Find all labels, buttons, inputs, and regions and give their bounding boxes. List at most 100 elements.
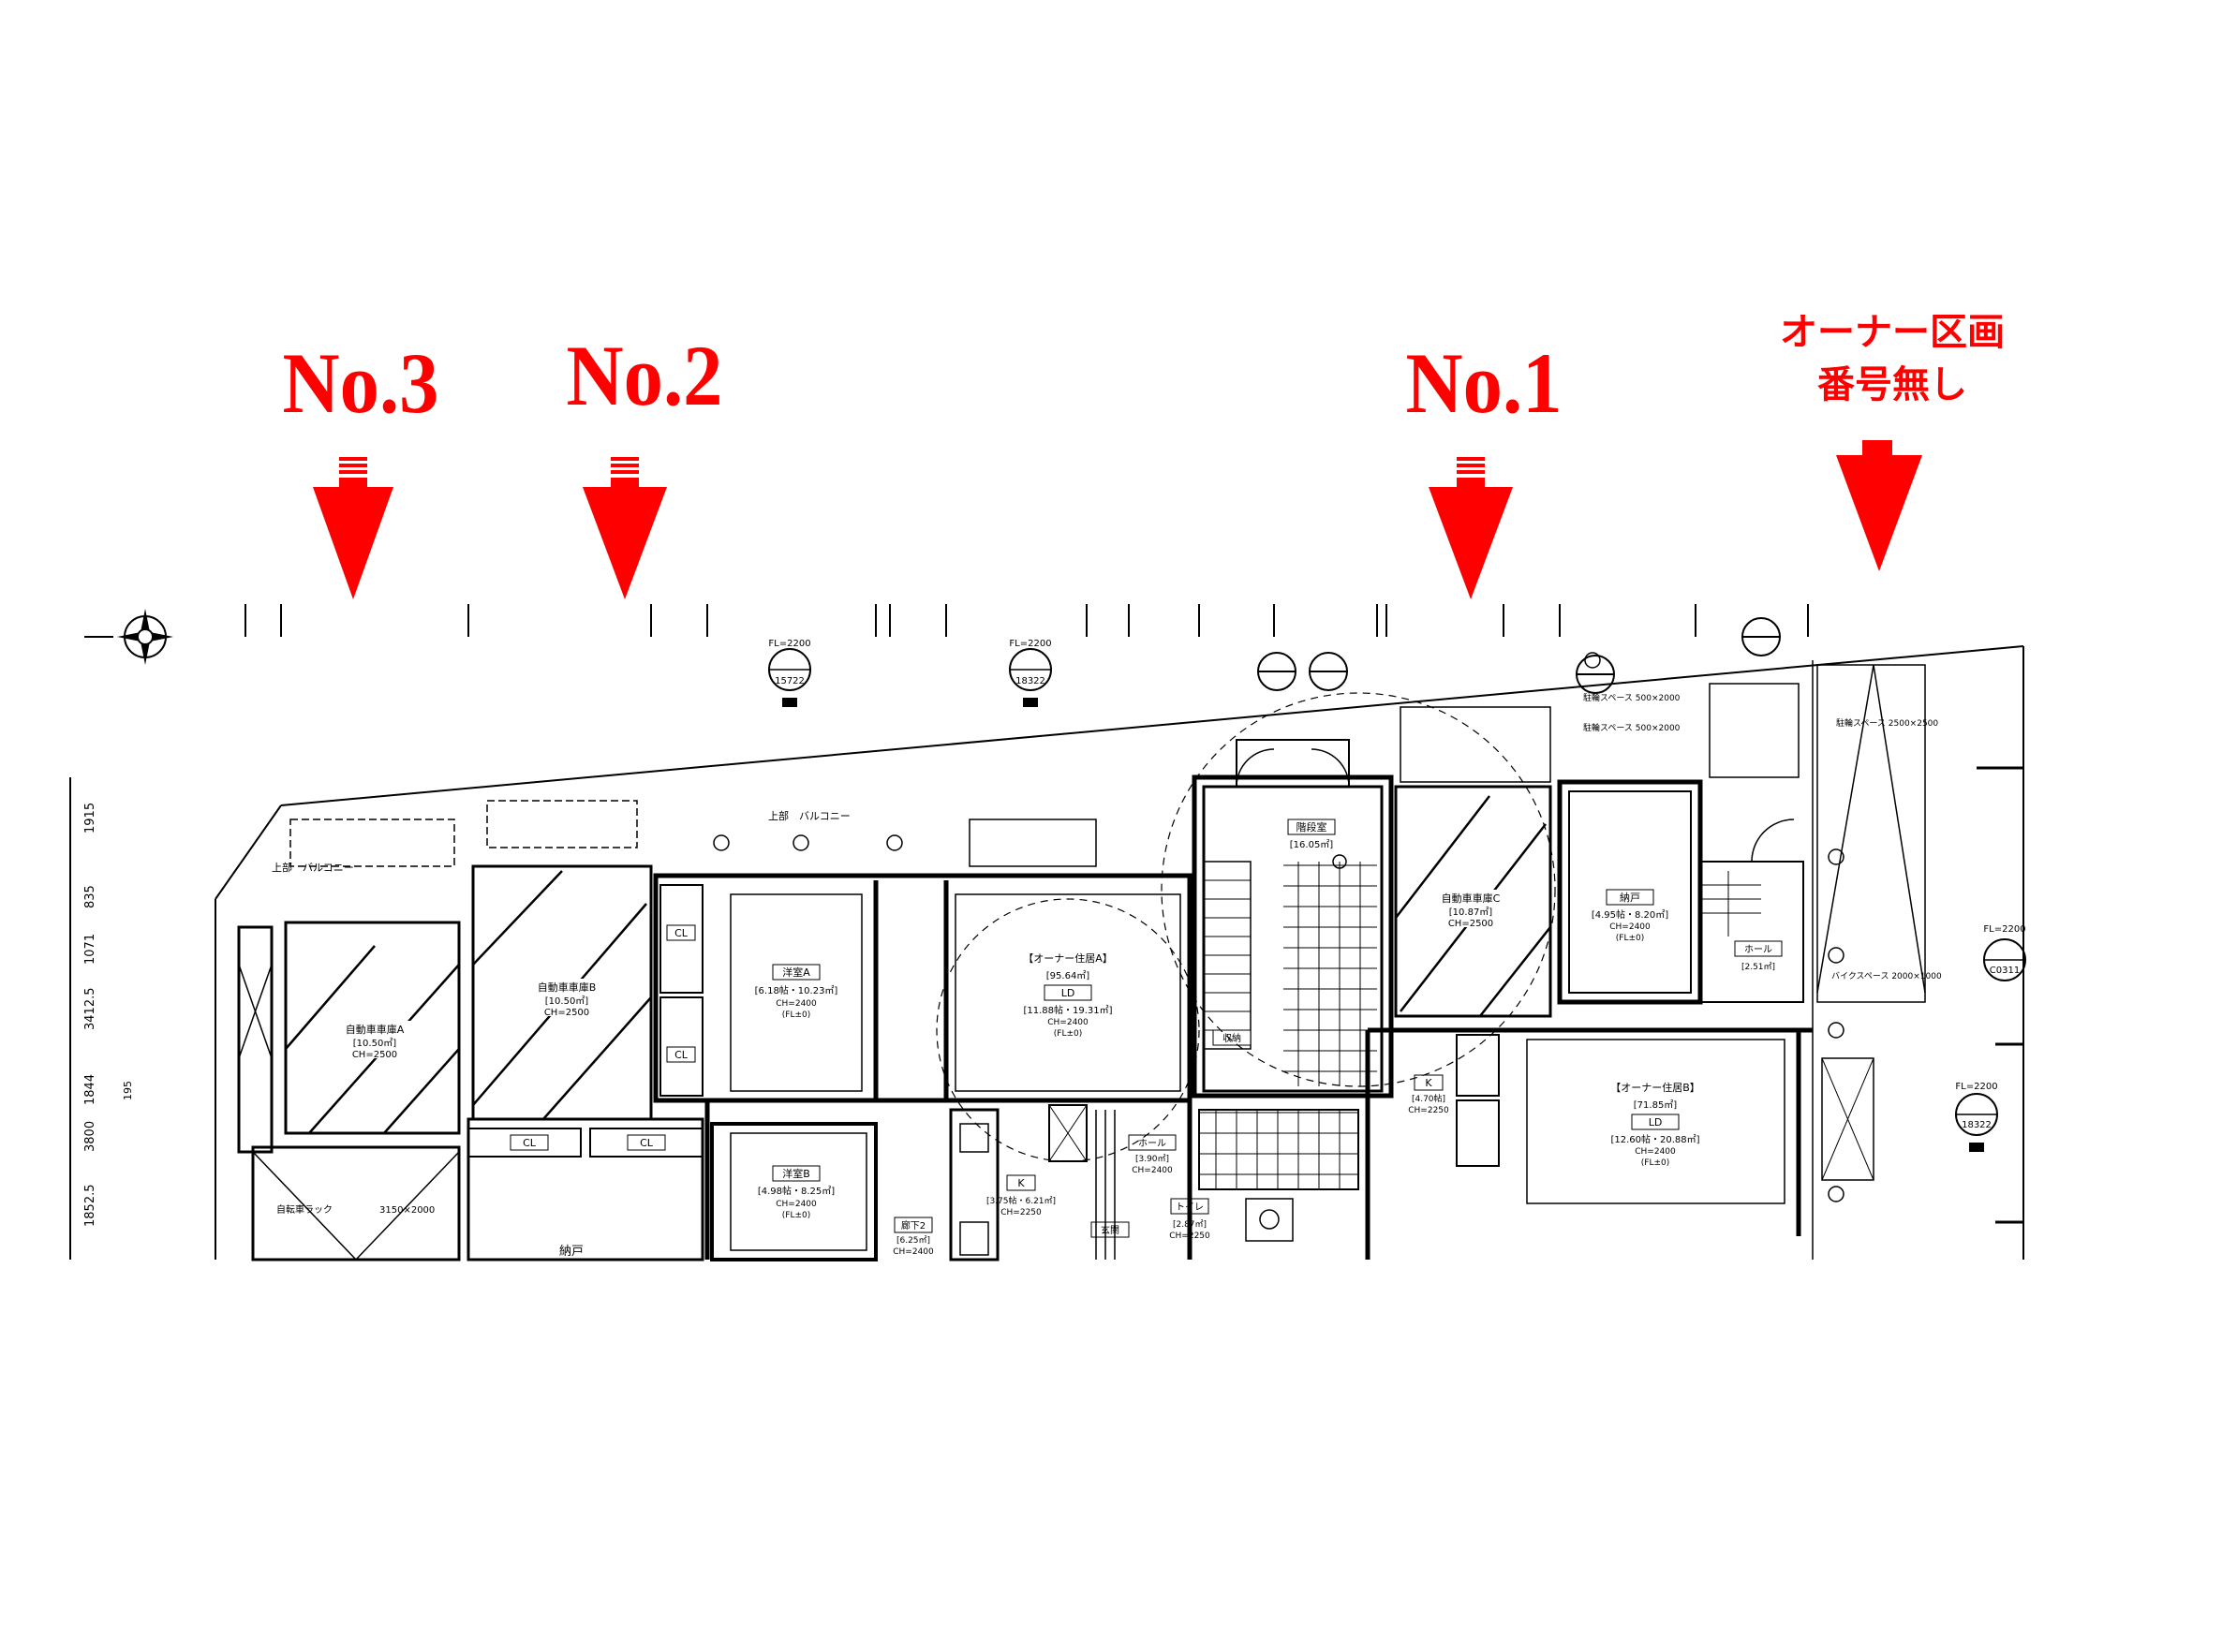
svg-text:FL=2200: FL=2200	[1009, 639, 1051, 649]
svg-text:収納: 収納	[1222, 1032, 1241, 1044]
svg-text:FL=2200: FL=2200	[768, 639, 810, 649]
bike-rack: 自転車ラック 3150×2000	[251, 1145, 461, 1261]
svg-text:LD: LD	[1061, 987, 1075, 999]
svg-text:自動車車庫B: 自動車車庫B	[538, 981, 597, 994]
svg-text:CL: CL	[640, 1137, 654, 1149]
svg-text:バイクスペース 2000×1000: バイクスペース 2000×1000	[1831, 971, 1942, 981]
callout-no2: No.2	[567, 329, 722, 599]
svg-text:玄関: 玄関	[1101, 1224, 1119, 1236]
svg-text:195: 195	[122, 1081, 134, 1100]
svg-text:(FL±0): (FL±0)	[1616, 934, 1644, 943]
svg-text:CL: CL	[523, 1137, 537, 1149]
svg-text:1852.5: 1852.5	[83, 1185, 97, 1228]
svg-text:[4.95帖・8.20㎡]: [4.95帖・8.20㎡]	[1592, 908, 1668, 921]
grid-ticks	[244, 604, 1809, 637]
balcony	[289, 706, 1551, 867]
svg-text:自動車車庫A: 自動車車庫A	[346, 1023, 405, 1036]
stairwell: 階段室 [16.05㎡] 収納	[1198, 739, 1384, 1190]
svg-text:[2.87㎡]: [2.87㎡]	[1173, 1219, 1207, 1230]
parking-c: 自動車車庫C [10.87㎡] CH=2500	[1394, 785, 1552, 1018]
sign-marker: FL=2200 15722	[768, 639, 811, 707]
svg-text:1071: 1071	[83, 934, 97, 965]
hall-1: ホール [2.51㎡]	[1699, 819, 1804, 1003]
svg-text:[10.50㎡]: [10.50㎡]	[353, 1038, 397, 1049]
svg-text:FL=2200: FL=2200	[1955, 1082, 1997, 1092]
svg-text:駐輪スペース 500×2000: 駐輪スペース 500×2000	[1583, 692, 1681, 703]
sign-marker	[1257, 617, 1781, 694]
compass-icon	[84, 609, 173, 665]
svg-text:3800: 3800	[83, 1121, 97, 1152]
closet: CL CL CL CL 納戸	[467, 884, 704, 1261]
svg-text:[12.60帖・20.88㎡]: [12.60帖・20.88㎡]	[1610, 1133, 1699, 1145]
svg-text:CH=2400: CH=2400	[776, 999, 817, 1009]
swing-radius	[1161, 692, 1556, 1087]
svg-text:(FL±0): (FL±0)	[782, 1211, 810, 1220]
parking-a: 自動車車庫A [10.50㎡] CH=2500	[284, 921, 461, 1135]
dimension-labels: 1915 835 1071 3412.5 1844 3800 1852.5 19…	[83, 803, 134, 1227]
callout-no3-label: No.3	[283, 336, 439, 432]
svg-text:自動車車庫C: 自動車車庫C	[1442, 892, 1501, 905]
svg-text:LD: LD	[1649, 1116, 1663, 1128]
svg-text:1915: 1915	[83, 803, 97, 833]
svg-text:納戸: 納戸	[1620, 892, 1640, 904]
svg-text:駐輪スペース 500×2000: 駐輪スペース 500×2000	[1583, 722, 1681, 733]
svg-text:納戸: 納戸	[559, 1245, 584, 1259]
svg-text:3412.5: 3412.5	[83, 988, 97, 1031]
svg-text:CL: CL	[674, 927, 689, 939]
svg-text:CH=2500: CH=2500	[352, 1050, 397, 1060]
svg-text:(FL±0): (FL±0)	[782, 1010, 810, 1020]
svg-text:CH=2400: CH=2400	[1047, 1018, 1089, 1027]
room-western-a: 洋室A [6.18帖・10.23㎡] CH=2400 (FL±0)	[730, 893, 863, 1092]
svg-text:18322: 18322	[1015, 676, 1045, 686]
down-arrow-icon	[1836, 440, 1922, 571]
svg-text:ホール: ホール	[1744, 944, 1772, 955]
svg-text:CH=2400: CH=2400	[1635, 1147, 1676, 1157]
balcony-label: 上部 バルコニー	[272, 861, 354, 874]
down-arrow-icon	[313, 478, 393, 599]
svg-text:CH=2400: CH=2400	[893, 1247, 934, 1257]
svg-text:[10.87㎡]: [10.87㎡]	[1449, 907, 1493, 918]
svg-text:CH=2400: CH=2400	[1132, 1166, 1173, 1175]
svg-text:[2.51㎡]: [2.51㎡]	[1741, 962, 1775, 972]
svg-text:C0311: C0311	[1990, 966, 2020, 976]
svg-text:[3.90㎡]: [3.90㎡]	[1135, 1154, 1169, 1164]
building-walls	[653, 774, 1813, 1260]
svg-text:[95.64㎡]: [95.64㎡]	[1046, 970, 1090, 981]
svg-text:CH=2500: CH=2500	[1448, 919, 1493, 929]
owner-residence-b: 【オーナー住居B】 [71.85㎡] LD [12.60帖・20.88㎡] CH…	[1526, 1039, 1785, 1204]
svg-text:廊下2: 廊下2	[901, 1219, 926, 1232]
storage-room: 納戸 [4.95帖・8.20㎡] CH=2400 (FL±0)	[1568, 790, 1692, 994]
callout-owner-line1: オーナー区画	[1780, 311, 2005, 353]
kitchen-1: K [3.75帖・6.21㎡] CH=2250 廊下2 [6.25㎡] CH=2…	[893, 1108, 1056, 1261]
sign-marker: FL=2200 18322	[1955, 1082, 1998, 1152]
svg-text:洋室A: 洋室A	[782, 966, 810, 979]
sign-marker: FL=2200 C0311	[1983, 924, 2026, 981]
right-edge	[1977, 766, 2023, 1224]
svg-text:[6.25㎡]: [6.25㎡]	[896, 1235, 930, 1246]
svg-text:自転車ラック: 自転車ラック	[276, 1203, 333, 1216]
bike-spaces: 駐輪スペース 2500×2500 バイクスペース 2000×1000 駐輪スペー…	[1583, 664, 1942, 1181]
svg-text:[4.70帖]: [4.70帖]	[1412, 1093, 1445, 1104]
down-arrow-icon	[1429, 478, 1513, 599]
svg-text:CH=2250: CH=2250	[1169, 1232, 1210, 1241]
svg-text:駐輪スペース 2500×2500: 駐輪スペース 2500×2500	[1836, 717, 1938, 729]
svg-text:CL: CL	[674, 1049, 689, 1061]
svg-text:CH=2400: CH=2400	[776, 1200, 817, 1209]
callout-owner: オーナー区画 番号無し	[1780, 311, 2005, 571]
svg-text:洋室B: 洋室B	[782, 1167, 810, 1180]
callout-owner-line2: 番号無し	[1817, 363, 1967, 406]
svg-text:[11.88帖・19.31㎡]: [11.88帖・19.31㎡]	[1023, 1004, 1112, 1016]
svg-text:K: K	[1425, 1077, 1432, 1089]
sign-marker: FL=2200 18322	[1009, 639, 1052, 707]
kitchen-2: K [4.70帖] CH=2250	[1408, 1034, 1500, 1167]
svg-text:1844: 1844	[83, 1074, 97, 1105]
svg-text:ホール: ホール	[1138, 1138, 1166, 1149]
svg-text:18322: 18322	[1962, 1120, 1992, 1130]
equipment-markers	[713, 652, 1844, 1202]
svg-text:K: K	[1017, 1177, 1025, 1189]
balcony-label: 上部 バルコニー	[768, 809, 851, 822]
svg-text:(FL±0): (FL±0)	[1054, 1029, 1082, 1039]
svg-text:階段室: 階段室	[1296, 820, 1327, 833]
owner-residence-a: 【オーナー住居A】 [95.64㎡] LD [11.88帖・19.31㎡] CH…	[936, 893, 1200, 1162]
svg-text:トイレ: トイレ	[1176, 1202, 1204, 1213]
